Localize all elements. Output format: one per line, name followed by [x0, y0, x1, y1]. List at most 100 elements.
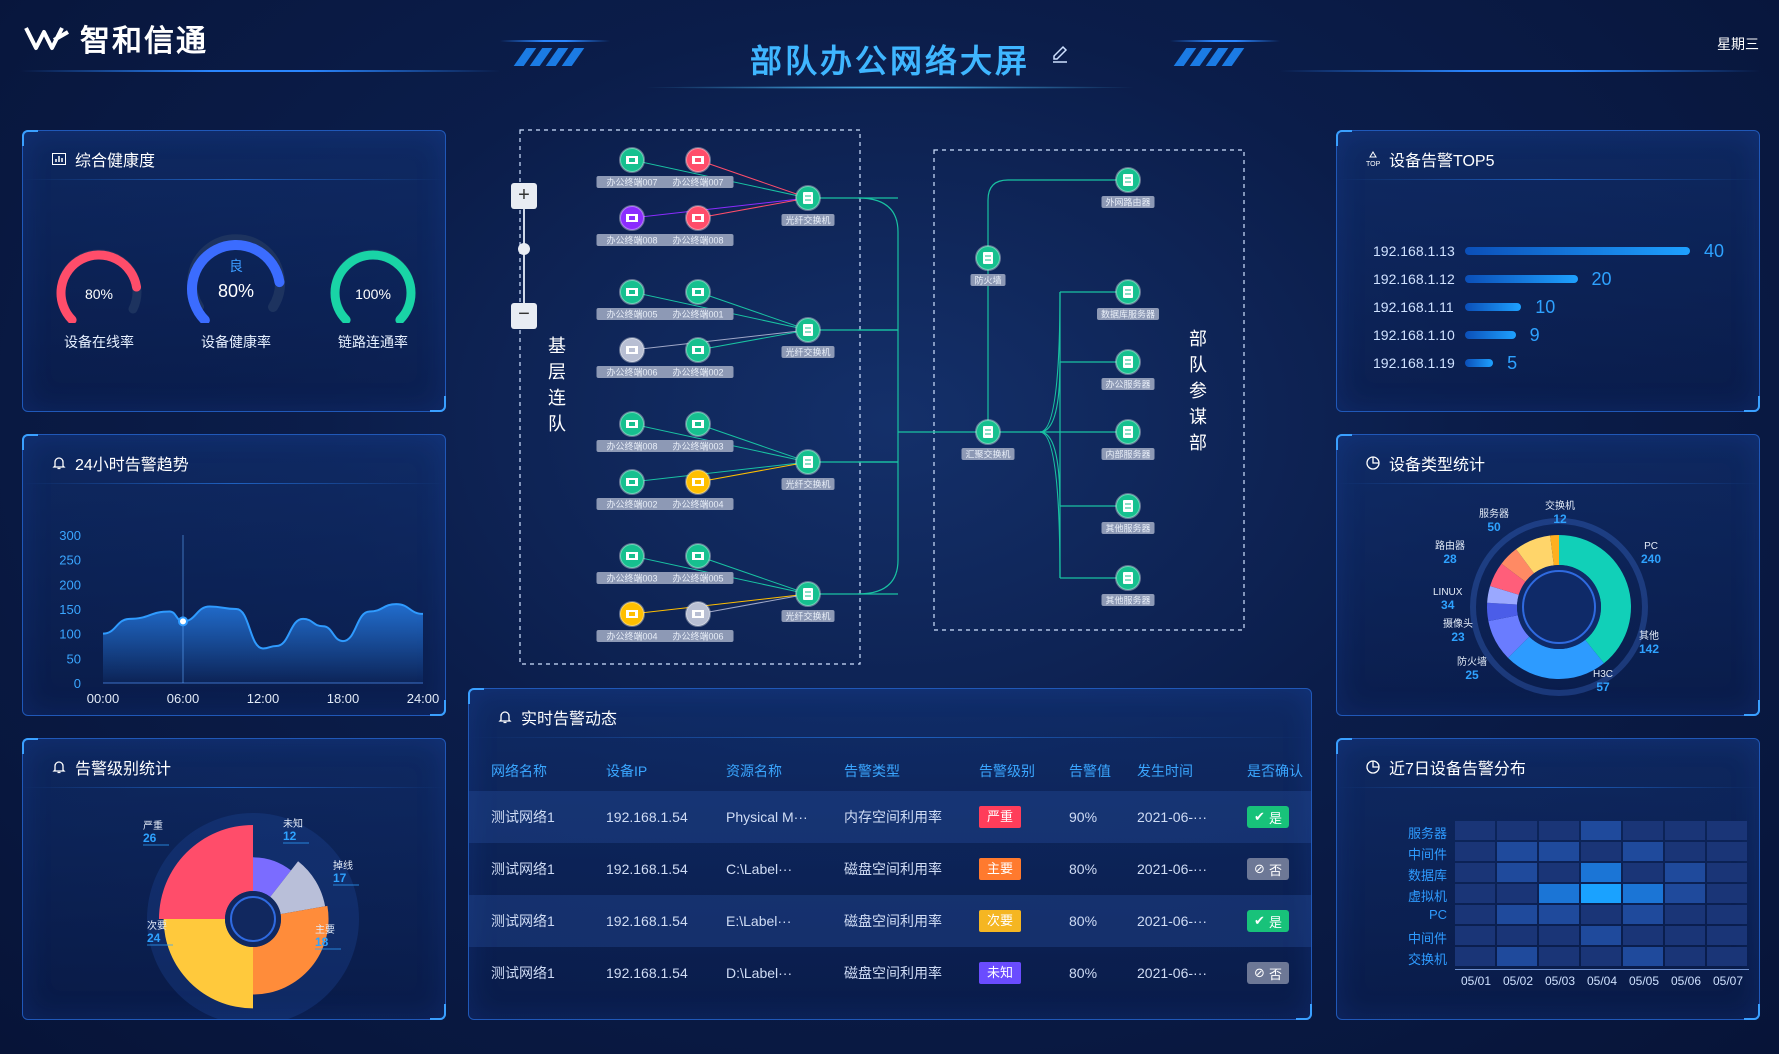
alarm-time: 2021-06-···: [1137, 809, 1208, 825]
heatmap-cell: [1455, 821, 1495, 840]
heatmap-cell: [1497, 926, 1537, 945]
alarm-net: 测试网络1: [491, 809, 555, 825]
x-tick-label: 18:00: [327, 691, 360, 706]
alarm-type: 磁盘空间利用率: [844, 965, 942, 981]
top5-value: 40: [1704, 240, 1725, 261]
fiber-switch-node: 光纤交换机: [781, 317, 835, 358]
heatmap-cell: [1665, 926, 1705, 945]
level-slice: [253, 857, 291, 897]
heatmap-cell: [1623, 884, 1663, 903]
x-tick-label: 12:00: [247, 691, 280, 706]
heatmap-col-label: 05/01: [1460, 974, 1492, 988]
heatmap-cell: [1707, 884, 1747, 903]
heatmap-cell: [1581, 947, 1621, 966]
heatmap-title: 近7日设备告警分布: [1389, 761, 1526, 778]
node-label: 办公服务器: [1105, 379, 1150, 390]
gauge-health-grade: 良: [229, 258, 243, 274]
alarm-ack-button[interactable]: ⊘否: [1247, 858, 1289, 880]
server-node: 办公服务器: [1101, 349, 1155, 390]
heatmap-cell: [1623, 947, 1663, 966]
heatmap-row-label: 交换机: [1407, 952, 1447, 967]
zoom-slider-handle[interactable]: [518, 243, 530, 255]
alarm-ip: 192.168.1.54: [606, 809, 688, 825]
gauge-health-label: 设备健康率: [201, 334, 271, 350]
top5-bar: [1465, 303, 1522, 311]
terminal-node: 办公终端003: [662, 411, 734, 452]
header-line-left: [20, 70, 500, 72]
edit-icon[interactable]: [1050, 44, 1070, 64]
top5-bar: [1465, 331, 1516, 339]
node-label: 办公终端002: [672, 367, 723, 378]
heatmap-cell: [1665, 821, 1705, 840]
heatmap-cell: [1581, 863, 1621, 882]
firewall-node: 防火墙: [970, 245, 1006, 286]
terminal-node: 办公终端008: [596, 411, 668, 452]
node-label: 办公终端005: [606, 309, 657, 320]
alarm-res: E:\Label···: [726, 913, 792, 929]
heatmap-cell: [1707, 863, 1747, 882]
heatmap-cell: [1455, 863, 1495, 882]
heatmap-cell: [1581, 842, 1621, 861]
node-label: 办公终端006: [606, 367, 657, 378]
trend-line: [102, 603, 424, 650]
level-slice: [270, 861, 326, 915]
gauge-online-ring: 80%: [56, 249, 142, 325]
node-label: 办公终端003: [672, 441, 723, 452]
alarm-ack-button[interactable]: ✔是: [1247, 806, 1289, 828]
trend-title: 24小时告警趋势: [75, 457, 189, 474]
terminal-node: 办公终端005: [662, 543, 734, 584]
heatmap-panel-head: 近7日设备告警分布: [1365, 755, 1526, 779]
level-panel-head: 告警级别统计: [51, 755, 171, 779]
level-label-name: 掉线: [333, 859, 353, 872]
level-label-value: 26: [143, 831, 157, 845]
alarm-ack-label: 是: [1268, 914, 1282, 930]
y-tick-label: 150: [59, 602, 81, 617]
gauge-link: 100% 链路连通率: [323, 243, 423, 352]
heatmap-cell: [1497, 884, 1537, 903]
top5-value: 5: [1507, 352, 1518, 373]
col-ip: 设备IP: [606, 763, 648, 779]
heatmap-cell: [1707, 842, 1747, 861]
weekday: 星期三: [1717, 36, 1759, 52]
alarm-net: 测试网络1: [491, 965, 555, 981]
alarm-level-badge: 次要: [979, 910, 1021, 932]
node-label: 光纤交换机: [785, 611, 830, 622]
top5-bar: [1465, 359, 1494, 367]
alarm-ack-button[interactable]: ⊘否: [1247, 962, 1289, 984]
zoom-out-button[interactable]: −: [511, 303, 537, 329]
pie-chart-icon: [1366, 456, 1380, 470]
heatmap-cell: [1623, 863, 1663, 882]
level-slice: [159, 825, 253, 919]
terminal-node: 办公终端004: [662, 469, 734, 510]
level-label-value: 12: [283, 829, 297, 843]
node-label: 光纤交换机: [785, 479, 830, 490]
gauge-link-label: 链路连通率: [338, 334, 408, 350]
level-label-name: 主要: [315, 924, 335, 936]
heatmap-cell: [1455, 947, 1495, 966]
device-type-slice: [1490, 563, 1526, 595]
bell-icon: [52, 457, 66, 470]
heatmap-cell: [1497, 863, 1537, 882]
link-line: [697, 423, 809, 463]
device-type-slice: [1516, 535, 1554, 574]
level-slice: [163, 919, 253, 1009]
alarm-ack-button[interactable]: ✔是: [1247, 910, 1289, 932]
col-type: 告警类型: [844, 763, 900, 779]
trend-panel-head: 24小时告警趋势: [51, 451, 189, 475]
level-label-name: 严重: [143, 819, 163, 832]
ban-icon: ⊘: [1254, 965, 1265, 980]
zoom-in-button[interactable]: +: [511, 183, 537, 209]
device-type-title: 设备类型统计: [1389, 457, 1486, 474]
node-label: 办公终端008: [606, 235, 657, 246]
link-line: [697, 329, 809, 351]
